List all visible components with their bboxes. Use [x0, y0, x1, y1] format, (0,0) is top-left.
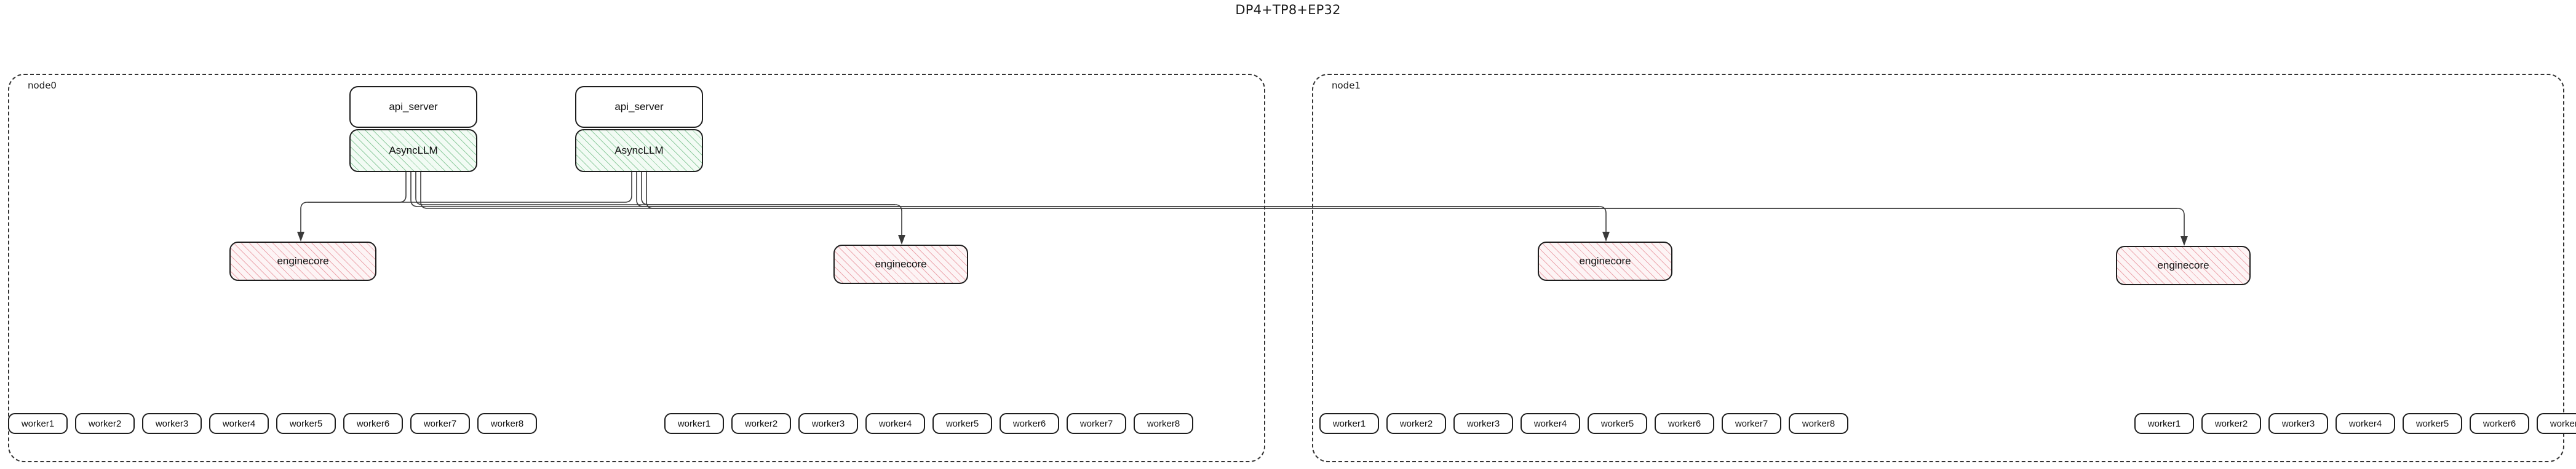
worker-label: worker8 — [1147, 418, 1180, 429]
worker-label: worker6 — [1012, 418, 1046, 429]
worker-label: worker2 — [744, 418, 778, 429]
worker-label: worker7 — [423, 418, 457, 429]
worker-label: worker5 — [2415, 418, 2449, 429]
api-server-box[interactable]: api_server — [575, 86, 703, 128]
worker-label: worker1 — [1332, 418, 1366, 429]
worker-box[interactable]: worker1 — [8, 413, 68, 434]
worker-box[interactable]: worker3 — [142, 413, 202, 434]
worker-label: worker3 — [2281, 418, 2315, 429]
worker-box[interactable]: worker1 — [664, 413, 724, 434]
api-server-box[interactable]: api_server — [349, 86, 477, 128]
worker-box[interactable]: worker7 — [1722, 413, 1781, 434]
worker-label: worker3 — [811, 418, 845, 429]
worker-box[interactable]: worker5 — [2403, 413, 2462, 434]
worker-label: worker1 — [677, 418, 711, 429]
cluster-node0[interactable] — [8, 74, 1265, 462]
page-title: DP4+TP8+EP32 — [1235, 2, 1341, 17]
worker-box[interactable]: worker8 — [1134, 413, 1193, 434]
worker-label: worker2 — [1399, 418, 1433, 429]
async-llm-box[interactable]: AsyncLLM — [349, 129, 477, 172]
worker-label: worker4 — [1533, 418, 1567, 429]
worker-label: worker5 — [945, 418, 979, 429]
worker-label: worker2 — [88, 418, 122, 429]
enginecore-box[interactable]: enginecore — [1538, 242, 1672, 281]
cluster-node0-label: node0 — [28, 80, 57, 91]
worker-label: worker6 — [356, 418, 390, 429]
worker-label: worker1 — [2147, 418, 2181, 429]
worker-label: worker6 — [2483, 418, 2516, 429]
worker-box[interactable]: worker7 — [1067, 413, 1126, 434]
worker-box[interactable]: worker8 — [1789, 413, 1848, 434]
worker-box[interactable]: worker5 — [276, 413, 336, 434]
worker-label: worker4 — [878, 418, 912, 429]
enginecore-box[interactable]: enginecore — [833, 245, 968, 284]
worker-label: worker8 — [490, 418, 524, 429]
enginecore-label: enginecore — [2157, 259, 2209, 271]
worker-label: worker2 — [2214, 418, 2248, 429]
worker-box[interactable]: worker6 — [1655, 413, 1714, 434]
worker-label: worker6 — [1668, 418, 1701, 429]
worker-box[interactable]: worker2 — [1386, 413, 1446, 434]
enginecore-label: enginecore — [277, 255, 329, 267]
cluster-node1[interactable] — [1312, 74, 2564, 462]
worker-box[interactable]: worker1 — [2134, 413, 2194, 434]
worker-label: worker5 — [1600, 418, 1634, 429]
worker-label: worker8 — [1802, 418, 1835, 429]
worker-box[interactable]: worker7 — [410, 413, 470, 434]
worker-label: worker5 — [289, 418, 323, 429]
enginecore-label: enginecore — [875, 258, 927, 270]
worker-box[interactable]: worker3 — [1453, 413, 1513, 434]
worker-label: worker3 — [1466, 418, 1500, 429]
worker-box[interactable]: worker7 — [2537, 413, 2576, 434]
worker-label: worker7 — [1735, 418, 1768, 429]
async-llm-box[interactable]: AsyncLLM — [575, 129, 703, 172]
worker-box[interactable]: worker5 — [1588, 413, 1647, 434]
worker-box[interactable]: worker3 — [2268, 413, 2328, 434]
worker-box[interactable]: worker2 — [2201, 413, 2261, 434]
worker-box[interactable]: worker4 — [209, 413, 269, 434]
api-server-label: api_server — [389, 101, 438, 112]
worker-box[interactable]: worker6 — [343, 413, 403, 434]
api-server-label: api_server — [614, 101, 664, 112]
enginecore-box[interactable]: enginecore — [229, 242, 376, 281]
worker-label: worker7 — [1079, 418, 1113, 429]
worker-box[interactable]: worker4 — [2335, 413, 2395, 434]
worker-box[interactable]: worker2 — [75, 413, 135, 434]
worker-box[interactable]: worker2 — [731, 413, 791, 434]
worker-label: worker4 — [222, 418, 256, 429]
worker-box[interactable]: worker8 — [477, 413, 537, 434]
async-llm-label: AsyncLLM — [389, 144, 438, 156]
enginecore-box[interactable]: enginecore — [2116, 246, 2251, 285]
worker-box[interactable]: worker6 — [2470, 413, 2529, 434]
worker-box[interactable]: worker3 — [798, 413, 858, 434]
async-llm-label: AsyncLLM — [614, 144, 664, 156]
worker-box[interactable]: worker4 — [1521, 413, 1580, 434]
enginecore-label: enginecore — [1579, 255, 1631, 267]
cluster-node1-label: node1 — [1332, 80, 1361, 91]
worker-label: worker7 — [2550, 418, 2576, 429]
worker-box[interactable]: worker1 — [1319, 413, 1379, 434]
worker-box[interactable]: worker5 — [932, 413, 992, 434]
worker-label: worker3 — [155, 418, 189, 429]
worker-box[interactable]: worker4 — [865, 413, 925, 434]
worker-label: worker1 — [21, 418, 55, 429]
worker-label: worker4 — [2348, 418, 2382, 429]
worker-box[interactable]: worker6 — [1000, 413, 1059, 434]
